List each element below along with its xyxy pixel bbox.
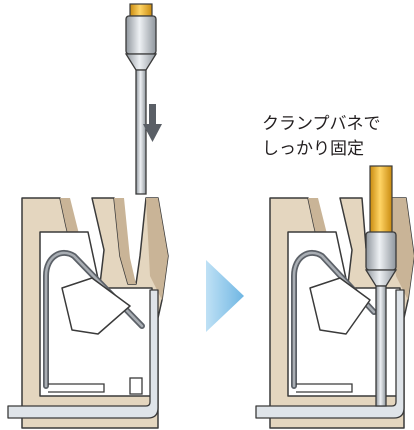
busbar-left bbox=[7, 289, 159, 419]
arrow-down-icon bbox=[143, 104, 162, 142]
housing-shade-left-b bbox=[114, 198, 136, 284]
triangle-right-icon bbox=[206, 260, 244, 332]
caption-line-1: クランプバネで bbox=[262, 114, 381, 134]
caption-line-2: しっかり固定 bbox=[262, 139, 364, 159]
ferrule-left bbox=[124, 3, 158, 195]
housing-shade-left-c bbox=[146, 198, 168, 300]
terminal-before bbox=[7, 197, 169, 429]
busbar-right bbox=[255, 289, 405, 419]
actuator-plate-right bbox=[309, 277, 371, 335]
clamp-caption: クランプバネで しっかり固定 bbox=[262, 112, 412, 162]
actuator-plate-left bbox=[61, 277, 131, 335]
ferrule-inserted bbox=[364, 165, 398, 407]
